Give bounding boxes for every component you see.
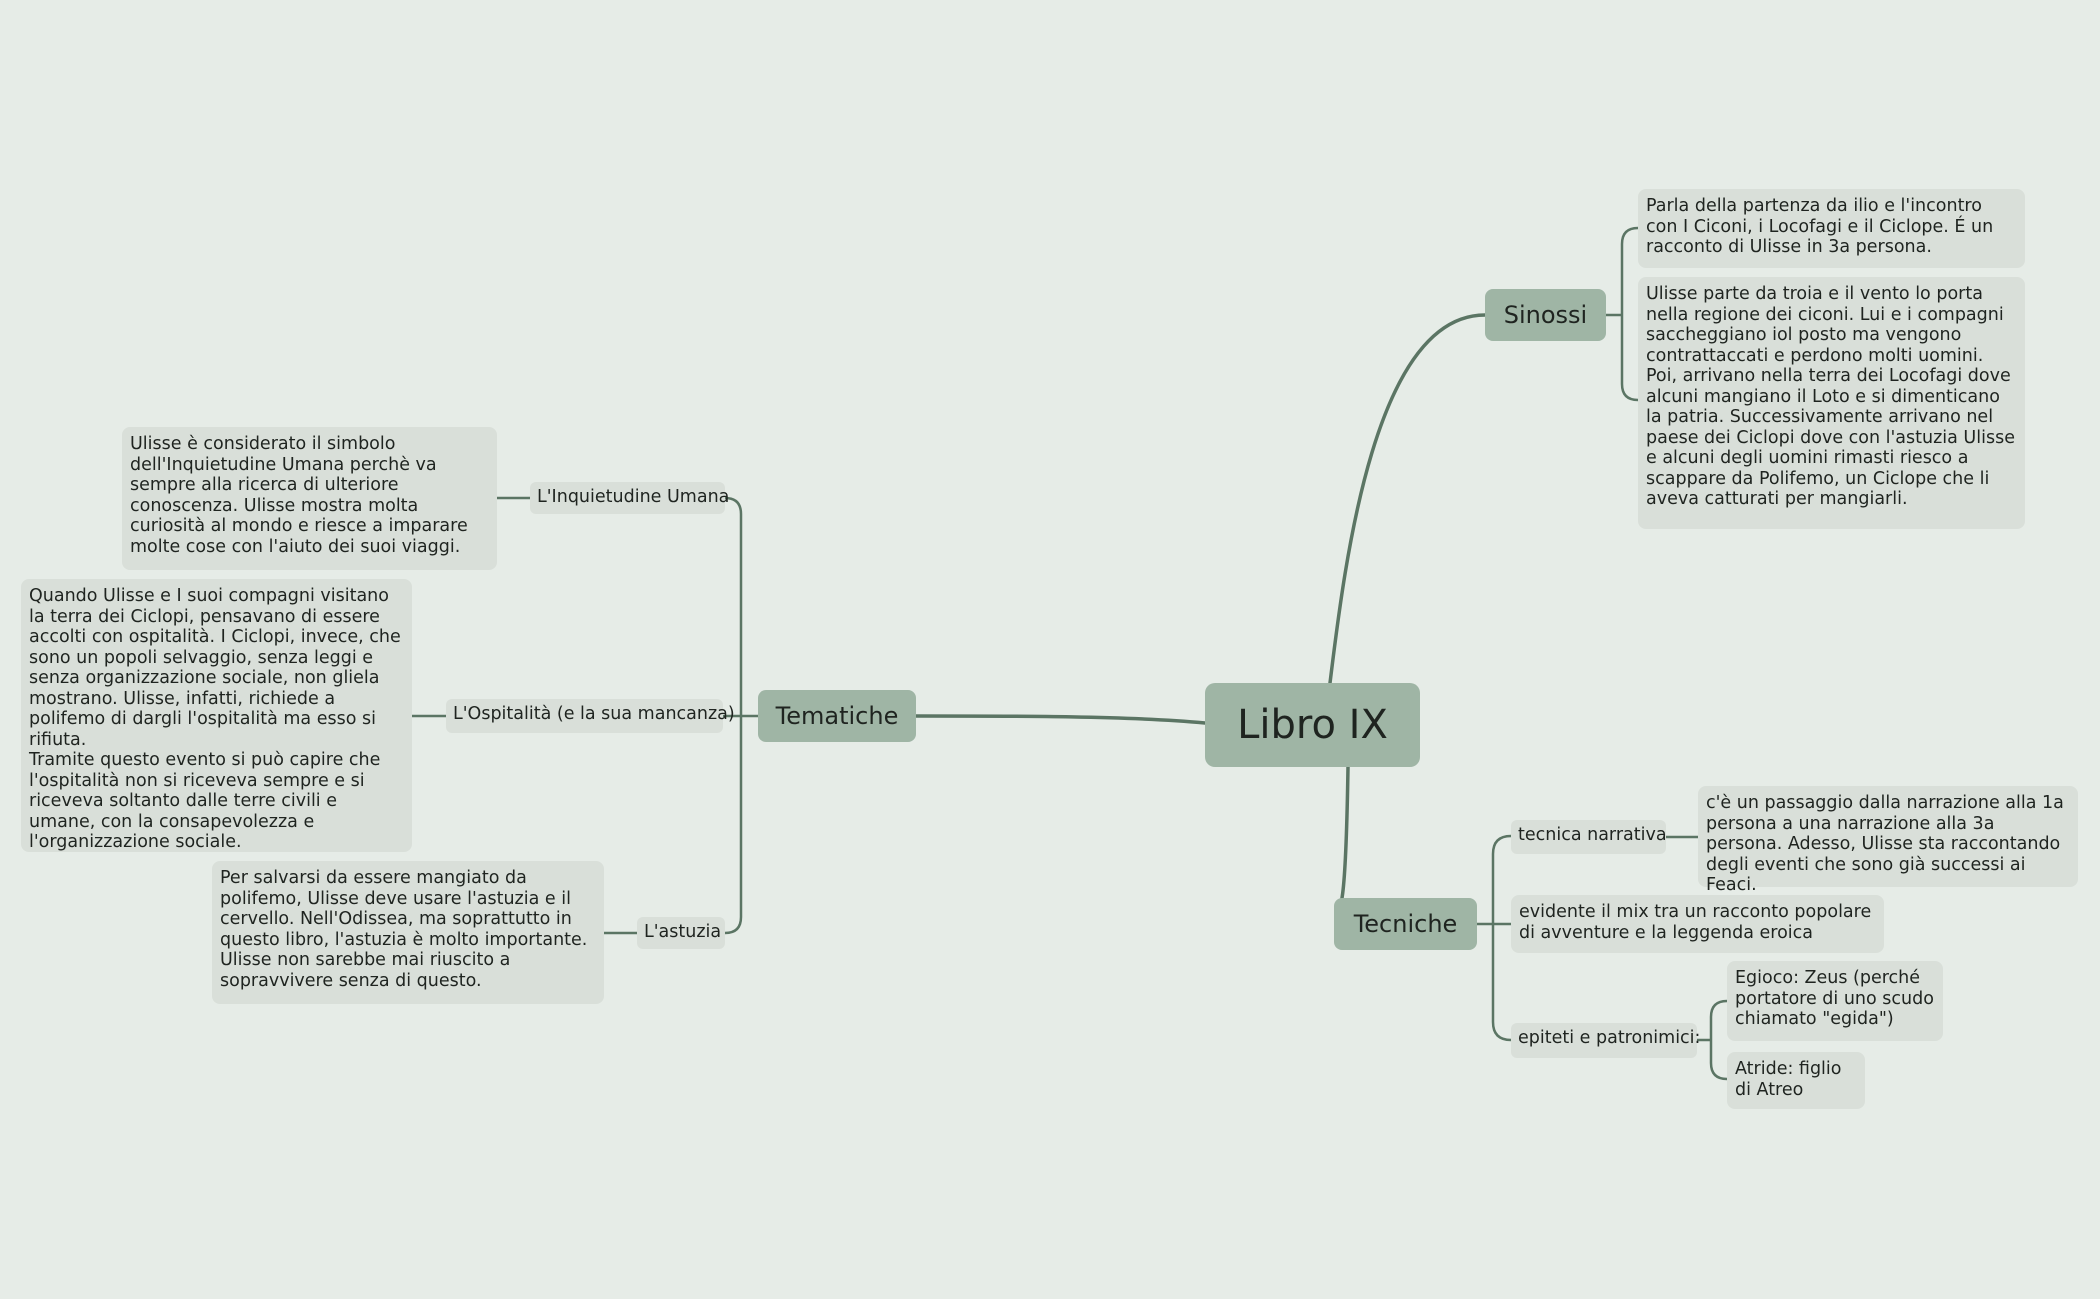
leaf-egioco[interactable]: Egioco: Zeus (perché portatore di uno sc…: [1727, 961, 1943, 1041]
topic-inquietudine-umana[interactable]: L'Inquietudine Umana: [530, 482, 729, 514]
connector-tecniche-items: [1475, 834, 1513, 1042]
sinossi-leaf-plot[interactable]: Ulisse parte da troia e il vento lo port…: [1638, 277, 2025, 529]
item-tecnica-narrativa[interactable]: tecnica narrativa: [1511, 820, 1667, 854]
connector-central-tecniche: [1340, 765, 1350, 900]
sinossi-node[interactable]: Sinossi: [1485, 289, 1606, 341]
central-topic-node[interactable]: Libro IX: [1205, 683, 1420, 767]
connector-central-sinossi: [1328, 313, 1487, 685]
leaf-inquietudine-umana[interactable]: Ulisse è considerato il simbolo dell'Inq…: [122, 427, 497, 570]
tecniche-node[interactable]: Tecniche: [1334, 898, 1477, 950]
item-mix-racconto[interactable]: evidente il mix tra un racconto popolare…: [1511, 895, 1884, 953]
connector-item-leaves: [1664, 835, 1729, 1081]
item-epiteti-patronimici[interactable]: epiteti e patronimici:: [1511, 1023, 1700, 1058]
topic-astuzia[interactable]: L'astuzia: [637, 917, 725, 949]
connector-tematiche-topics: [721, 496, 760, 935]
connector-topic-leaves: [410, 496, 639, 935]
leaf-atride[interactable]: Atride: figlio di Atreo: [1727, 1052, 1865, 1109]
sinossi-leaf-summary[interactable]: Parla della partenza da ilio e l'incontr…: [1638, 189, 2025, 268]
connector-central-tematiche: [914, 714, 1207, 725]
topic-ospitalita[interactable]: L'Ospitalità (e la sua mancanza): [446, 699, 735, 733]
connector-sinossi-leaves: [1604, 226, 1640, 402]
leaf-astuzia[interactable]: Per salvarsi da essere mangiato da polif…: [212, 861, 604, 1004]
tematiche-node[interactable]: Tematiche: [758, 690, 916, 742]
leaf-tecnica-narrativa[interactable]: c'è un passaggio dalla narrazione alla 1…: [1698, 786, 2078, 895]
leaf-ospitalita[interactable]: Quando Ulisse e I suoi compagni visitano…: [21, 579, 412, 852]
